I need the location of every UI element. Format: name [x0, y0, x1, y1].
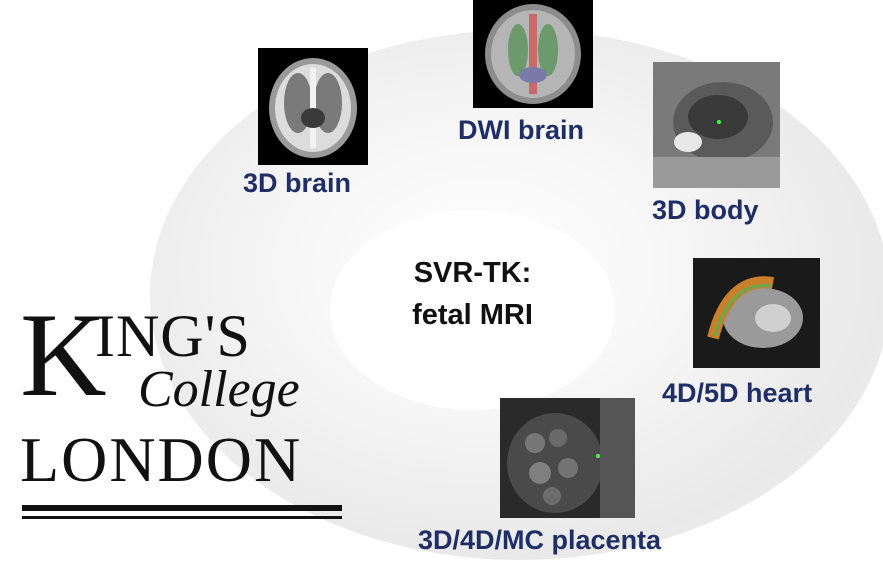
placenta-mri-image [500, 398, 635, 518]
body-mri-image [653, 62, 780, 188]
label-3d-body: 3D body [652, 195, 759, 225]
logo-rule-thick [22, 505, 342, 511]
logo-rule-thin [22, 516, 342, 519]
thumb-placenta [500, 398, 635, 518]
thumb-dwi-brain [473, 0, 593, 108]
thumb-3d-body [653, 62, 780, 188]
label-4d5d-heart: 4D/5D heart [662, 378, 813, 408]
dwi-brain-image [473, 0, 593, 108]
center-ellipse [330, 210, 615, 410]
brain-mri-image [258, 48, 368, 165]
center-line-1: SVR-TK: [413, 257, 532, 289]
logo-london: LONDON [20, 424, 303, 495]
heart-mri-image [693, 258, 820, 368]
logo-ings: ING'S [95, 303, 251, 369]
label-placenta: 3D/4D/MC placenta [418, 525, 662, 555]
logo-college: College [138, 361, 300, 418]
thumb-3d-brain [258, 48, 368, 165]
label-dwi-brain: DWI brain [458, 115, 584, 145]
kings-college-london-logo: K ING'S College LONDON [20, 288, 350, 530]
logo-k: K [20, 288, 107, 421]
thumb-4d5d-heart [693, 258, 820, 368]
label-3d-brain: 3D brain [243, 168, 352, 198]
center-title: SVR-TK: fetal MRI [330, 252, 615, 336]
center-line-2: fetal MRI [412, 299, 533, 331]
